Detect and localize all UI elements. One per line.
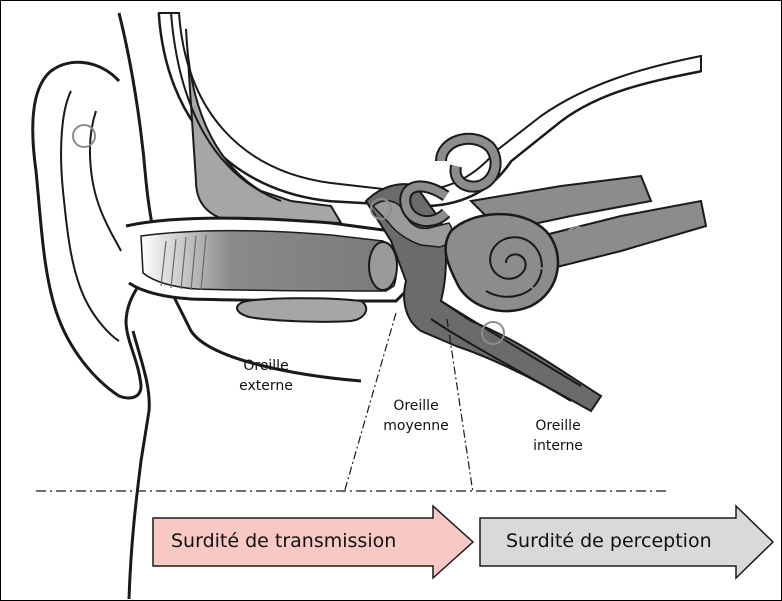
label-inner-ear-line2: interne bbox=[513, 436, 603, 456]
eardrum bbox=[369, 242, 397, 290]
label-inner-ear: Oreille interne bbox=[513, 416, 603, 456]
label-inner-ear-line1: Oreille bbox=[513, 416, 603, 436]
label-middle-ear-line1: Oreille bbox=[371, 396, 461, 416]
pinna bbox=[33, 62, 141, 398]
ear-canal-fill bbox=[141, 231, 396, 291]
conductive-arrow-label: Surdité de transmission bbox=[171, 530, 396, 552]
label-middle-ear-line2: moyenne bbox=[371, 416, 461, 436]
label-outer-ear-line2: externe bbox=[221, 376, 311, 396]
label-outer-ear-line1: Oreille bbox=[221, 356, 311, 376]
sensorineural-arrow-label: Surdité de perception bbox=[506, 530, 712, 552]
lower-gland bbox=[237, 298, 366, 322]
label-middle-ear: Oreille moyenne bbox=[371, 396, 461, 436]
eustachian-tube-lower bbox=[431, 319, 571, 401]
label-outer-ear: Oreille externe bbox=[221, 356, 311, 396]
